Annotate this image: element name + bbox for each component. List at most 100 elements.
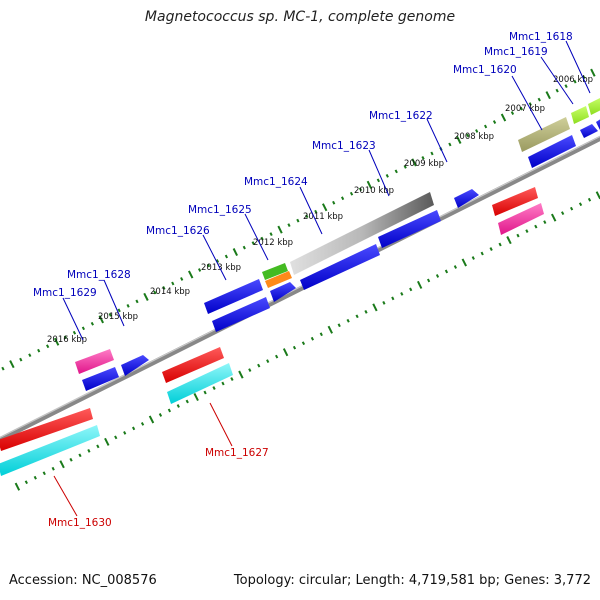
minor-tick: [203, 390, 207, 395]
gene-label[interactable]: Mmc1_1624: [244, 176, 308, 188]
major-tick: [104, 437, 110, 446]
gene-red-right[interactable]: [492, 187, 538, 216]
gene-mmc1-1620-olive[interactable]: [518, 117, 570, 152]
kbp-label: 2007 kbp: [505, 104, 545, 114]
gene-mmc1-1624-blue[interactable]: [300, 244, 380, 290]
kbp-label: 2006 kbp: [553, 75, 593, 85]
minor-tick: [266, 359, 270, 364]
minor-tick: [382, 300, 386, 305]
minor-tick: [37, 348, 41, 353]
minor-tick: [516, 233, 520, 238]
gene-mmc1-1629-blue[interactable]: [82, 367, 119, 391]
major-tick: [9, 360, 15, 369]
gene-mmc1-1619-lime[interactable]: [571, 106, 589, 124]
gene-mmc1-1618-blue[interactable]: [596, 118, 600, 130]
minor-tick: [224, 254, 229, 259]
gene-mmc1-1623-gray[interactable]: [290, 192, 434, 275]
minor-tick: [525, 229, 529, 233]
minor-tick: [426, 278, 431, 283]
minor-tick: [269, 232, 273, 237]
genome-title: Magnetococcus sp. MC-1, complete genome: [144, 9, 456, 25]
gene-label[interactable]: Mmc1_1620: [453, 64, 517, 76]
gene-label[interactable]: Mmc1_1622: [369, 110, 433, 122]
minor-tick: [140, 422, 145, 426]
minor-tick: [510, 111, 515, 115]
gene-mmc1-1627-red[interactable]: [162, 347, 224, 383]
major-tick: [506, 236, 512, 245]
minor-tick: [123, 431, 127, 435]
minor-tick: [221, 381, 225, 386]
gene-mmc1-1620-blue[interactable]: [528, 135, 576, 168]
gene-mmc1-1625-orange[interactable]: [265, 271, 292, 288]
minor-tick: [78, 453, 82, 458]
major-tick: [327, 325, 333, 334]
minor-tick: [444, 269, 449, 274]
gene-mmc1-1628-blue[interactable]: [121, 355, 149, 376]
gene-label[interactable]: Mmc1_1618: [509, 31, 573, 43]
major-tick: [372, 303, 378, 312]
major-tick: [595, 191, 600, 200]
minor-tick: [117, 308, 121, 313]
minor-tick: [471, 256, 475, 260]
minor-tick: [158, 413, 163, 417]
gene-label[interactable]: Mmc1_1627: [205, 447, 269, 459]
gene-mmc1-1630-red[interactable]: [0, 408, 93, 451]
kbp-label: 2008 kbp: [454, 132, 494, 142]
gene-mmc1-1629-pink[interactable]: [75, 349, 114, 374]
minor-tick: [475, 129, 479, 133]
minor-tick: [19, 357, 23, 362]
gene-mmc1-1630-cyan[interactable]: [0, 425, 100, 476]
kbp-label: 2013 kbp: [201, 263, 241, 273]
minor-tick: [403, 164, 407, 169]
minor-tick: [24, 480, 28, 485]
minor-tick: [153, 290, 157, 295]
major-tick: [238, 370, 244, 379]
minor-tick: [400, 292, 404, 296]
minor-tick: [230, 377, 234, 381]
gene-mmc1-1626-blue-b[interactable]: [212, 297, 270, 332]
minor-tick: [528, 102, 532, 106]
gene-label[interactable]: Mmc1_1628: [67, 269, 131, 281]
major-tick: [148, 415, 155, 424]
minor-tick: [364, 309, 368, 314]
gene-pink-right[interactable]: [498, 203, 544, 235]
gene-mmc1-1625-green[interactable]: [262, 263, 288, 280]
accession-label: Accession: NC_008576: [9, 573, 157, 588]
minor-tick: [319, 332, 323, 337]
gene-mmc1-1619-blue[interactable]: [580, 124, 598, 138]
major-tick: [461, 258, 467, 267]
minor-tick: [358, 187, 363, 192]
gene-blue-mid[interactable]: [454, 189, 479, 208]
gene-labels: Mmc1_1618 Mmc1_1619 Mmc1_1620 Mmc1_1622 …: [33, 31, 573, 529]
gene-label[interactable]: Mmc1_1626: [146, 225, 210, 237]
minor-tick: [180, 277, 184, 281]
minor-tick: [314, 209, 318, 214]
minor-tick: [96, 444, 100, 449]
minor-tick: [287, 223, 291, 228]
minor-tick: [260, 236, 264, 241]
gene-mmc1-1625-blue[interactable]: [270, 282, 296, 302]
gene-label[interactable]: Mmc1_1630: [48, 517, 112, 529]
major-tick: [98, 315, 104, 324]
minor-tick: [582, 75, 586, 80]
gene-mmc1-1618-lime[interactable]: [588, 97, 600, 115]
gene-label[interactable]: Mmc1_1625: [188, 204, 252, 216]
minor-tick: [28, 353, 32, 358]
minor-tick: [292, 345, 297, 350]
gene-mmc1-1626-blue-a[interactable]: [204, 279, 263, 314]
minor-tick: [257, 363, 261, 368]
gene-mmc1-1622-blue[interactable]: [378, 210, 441, 248]
gene-label[interactable]: Mmc1_1619: [484, 46, 548, 58]
minor-tick: [394, 169, 398, 174]
gene-mmc1-1627-cyan[interactable]: [167, 363, 233, 404]
minor-tick: [346, 318, 350, 323]
major-tick: [322, 203, 328, 212]
minor-tick: [498, 242, 502, 247]
gene-label[interactable]: Mmc1_1623: [312, 140, 376, 152]
kbp-label: 2015 kbp: [98, 312, 138, 322]
kbp-labels: 2006 kbp 2007 kbp 2008 kbp 2009 kbp 2010…: [47, 75, 593, 345]
gene-label[interactable]: Mmc1_1629: [33, 287, 97, 299]
minor-tick: [212, 386, 216, 390]
minor-tick: [332, 200, 336, 205]
major-tick: [590, 68, 596, 77]
